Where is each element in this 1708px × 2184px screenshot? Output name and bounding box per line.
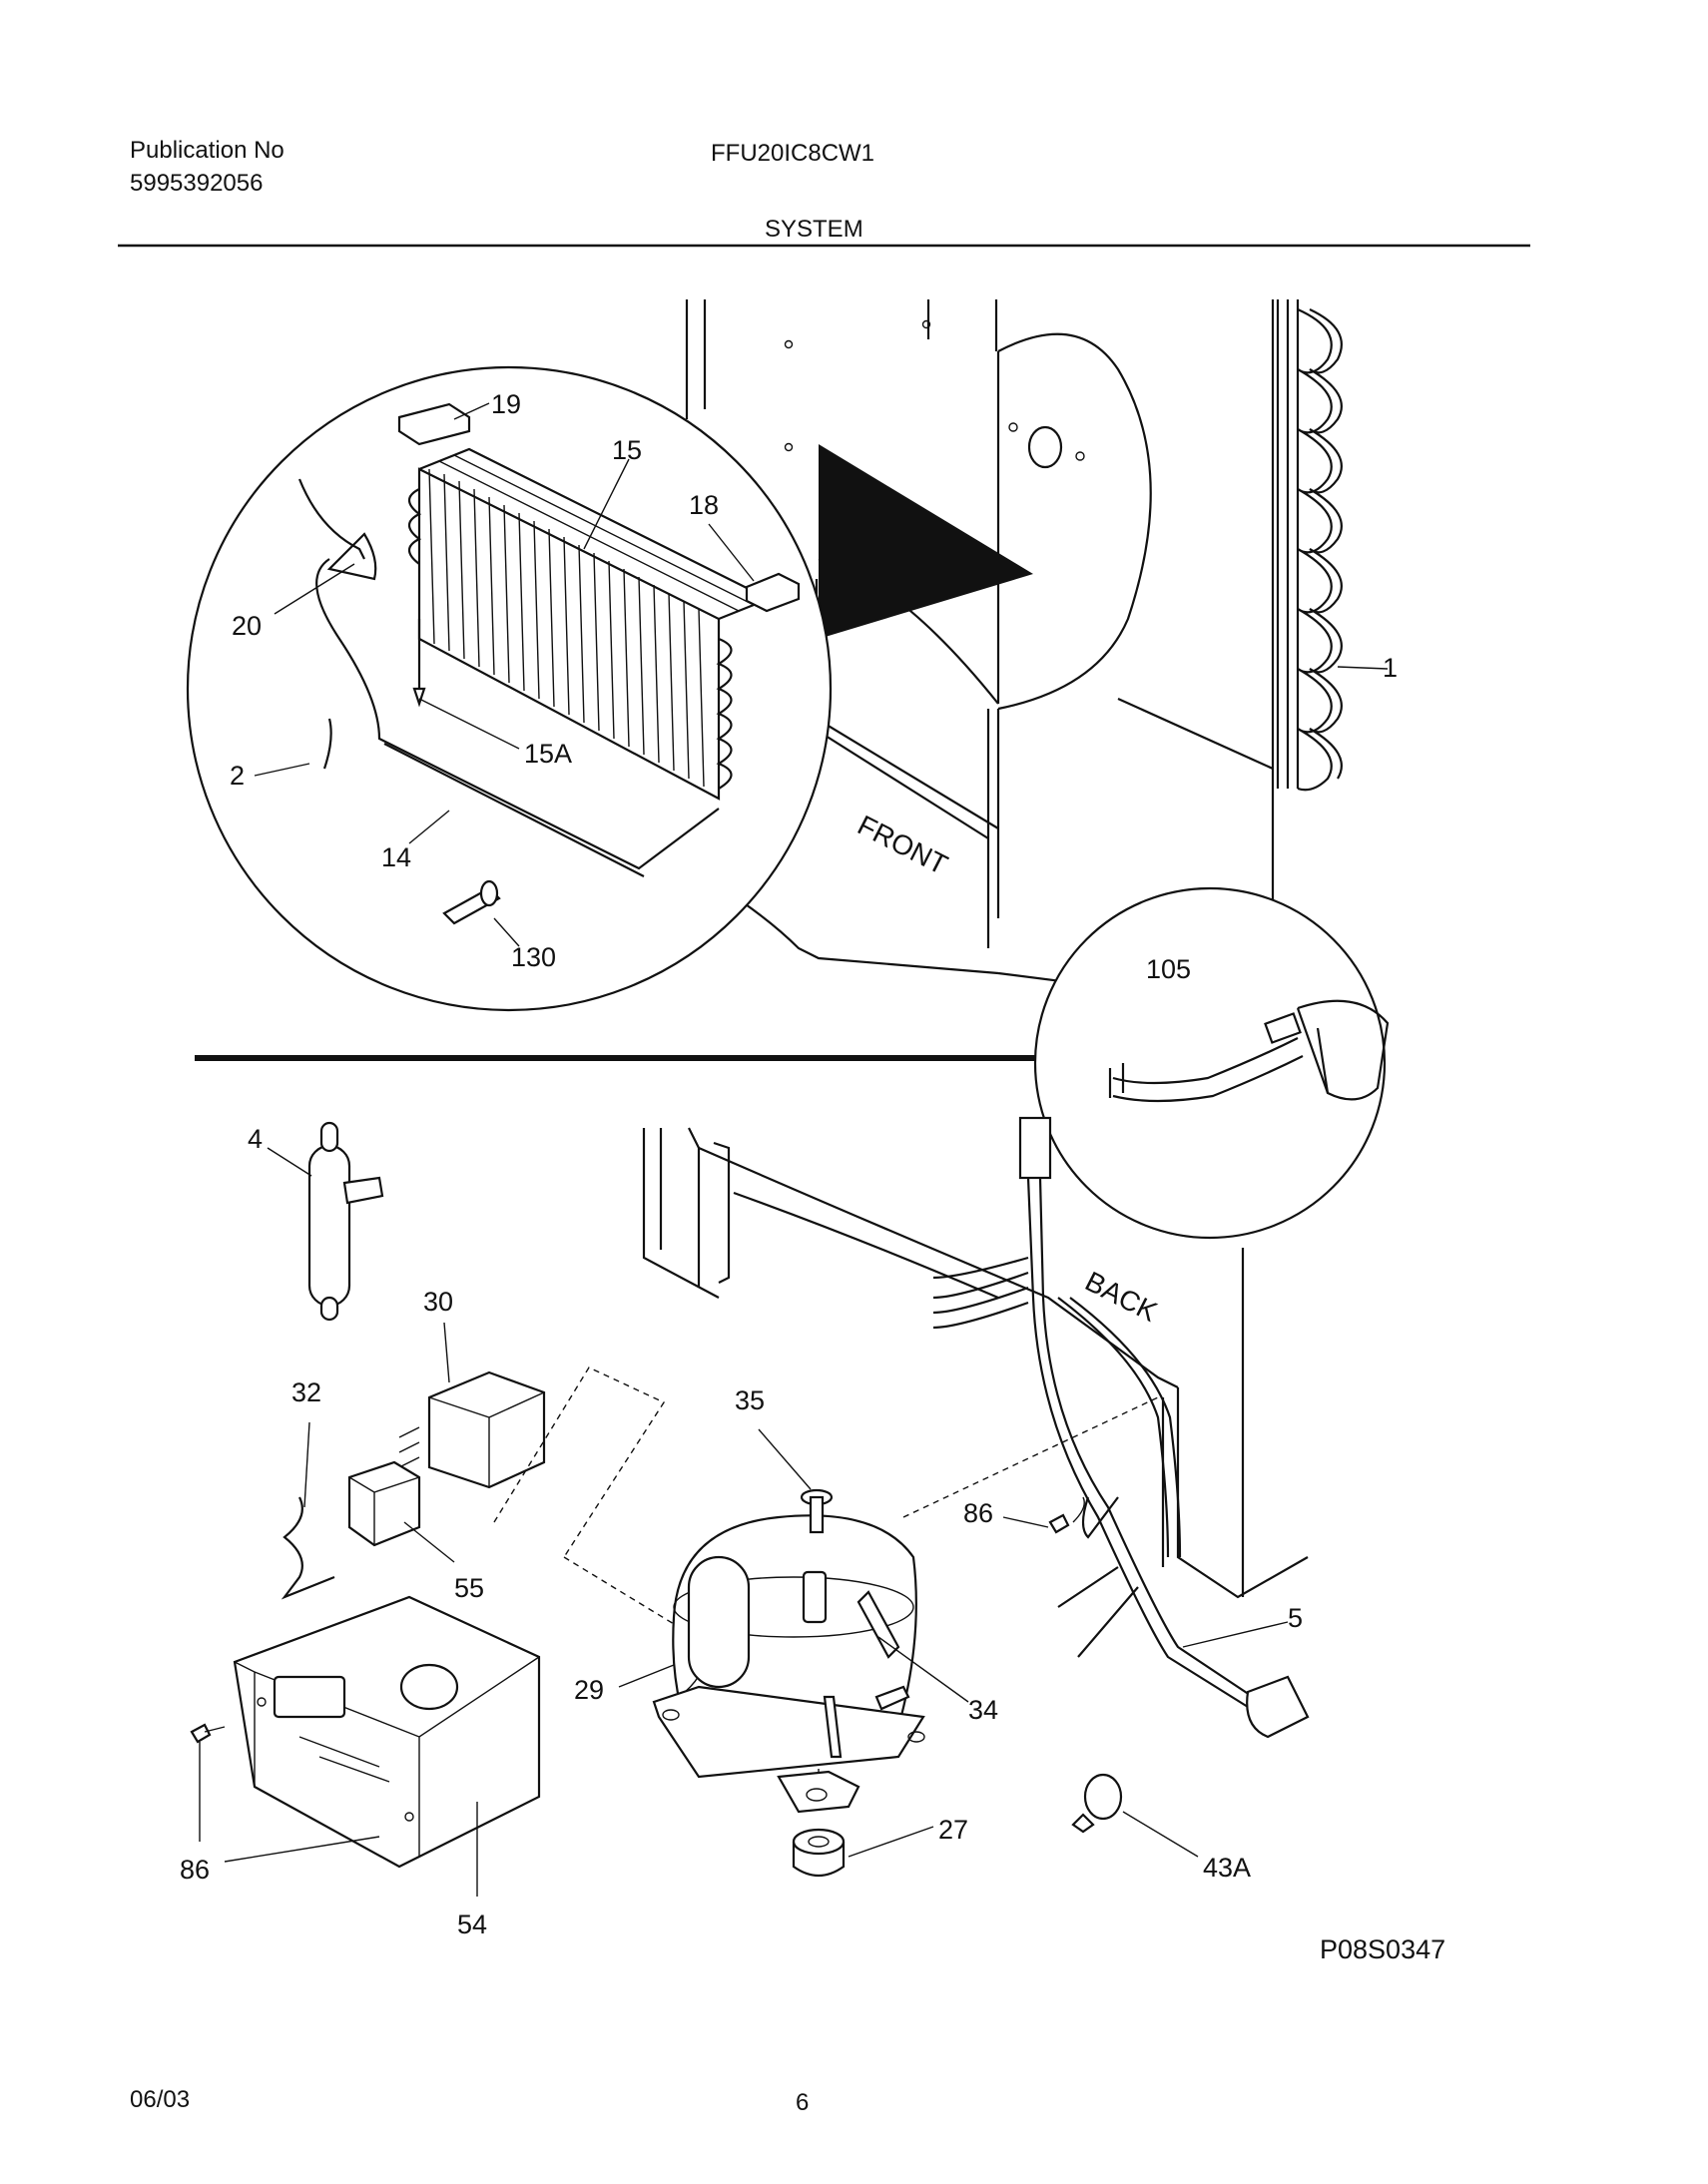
shadow-wedge	[819, 444, 1033, 639]
part-86-screw-left	[190, 1723, 226, 1744]
part-18-pad	[745, 572, 801, 613]
callout-55: 55	[454, 1573, 484, 1603]
callout-86-right: 86	[963, 1498, 993, 1528]
callout-86-left: 86	[180, 1855, 210, 1885]
model-number: FFU20IC8CW1	[711, 140, 875, 167]
callout-4: 4	[248, 1124, 263, 1154]
callout-1: 1	[1383, 653, 1398, 683]
part-43A-clamp	[1071, 1773, 1123, 1834]
part-2-clip	[322, 718, 332, 770]
callout-15A: 15A	[524, 739, 572, 769]
part-4-accumulator	[307, 1121, 384, 1322]
part-27-grommet	[792, 1828, 846, 1878]
callout-20: 20	[232, 611, 262, 641]
callout-5: 5	[1288, 1603, 1303, 1633]
page-number: 6	[796, 2089, 810, 2116]
callout-19: 19	[491, 389, 521, 419]
harness-detail	[1033, 886, 1390, 1240]
callout-15: 15	[612, 435, 642, 465]
part-54-control-box	[233, 1595, 541, 1869]
publication-number: 5995392056	[130, 170, 264, 197]
part-35-screw	[800, 1488, 834, 1534]
callout-14: 14	[381, 842, 411, 872]
footer-date: 06/03	[130, 2086, 191, 2113]
section-title: SYSTEM	[765, 216, 863, 243]
callout-30: 30	[423, 1287, 453, 1317]
part-30-relay	[398, 1370, 546, 1489]
part-5-power-cord	[932, 1116, 1310, 1739]
mount-outline	[493, 1366, 666, 1558]
part-29-compressor	[652, 1514, 925, 1814]
part-55-capacitor	[347, 1460, 421, 1547]
part-86-screw-right	[1048, 1496, 1085, 1534]
drawing-code: P08S0347	[1320, 1934, 1445, 1964]
callout-105: 105	[1146, 954, 1191, 984]
publication-label: Publication No	[130, 137, 285, 164]
evaporator-fins	[407, 447, 772, 801]
callout-35: 35	[735, 1385, 765, 1415]
callout-130: 130	[511, 942, 556, 972]
back-label: BACK	[1080, 1266, 1162, 1328]
condenser-coil	[1276, 299, 1343, 792]
part-32-wire	[281, 1496, 335, 1600]
callout-27: 27	[938, 1815, 968, 1845]
callout-2: 2	[230, 761, 245, 791]
callout-29: 29	[574, 1675, 604, 1705]
front-label: FRONT	[853, 810, 952, 880]
leader-lines	[199, 1147, 1289, 1897]
callout-34: 34	[968, 1695, 998, 1725]
callout-32: 32	[291, 1377, 321, 1407]
callout-54: 54	[457, 1910, 487, 1939]
callout-43A: 43A	[1203, 1853, 1251, 1883]
part-19-pad	[397, 402, 471, 446]
callout-18: 18	[689, 490, 719, 520]
evaporator-detail	[186, 365, 1389, 1012]
